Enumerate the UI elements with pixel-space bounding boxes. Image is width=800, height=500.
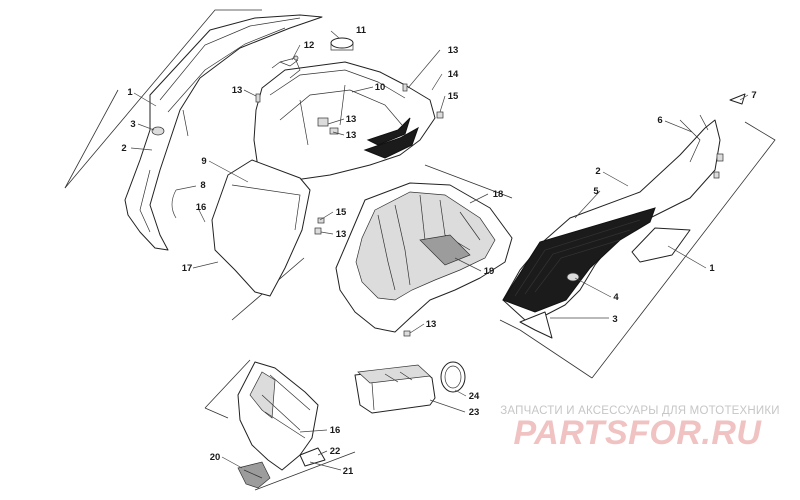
watermark-brand-logo: PARTSFOR.RU [513,414,762,452]
callout-labels: 1 2 3 8 16 17 9 12 11 13 10 13 13 13 14 … [121,25,756,477]
callout-c2a: 2 [121,143,126,154]
group-frame-air-intake [204,359,356,491]
callout-c1a: 1 [127,87,133,98]
callout-c3b: 3 [612,314,617,325]
callout-c15b: 15 [336,207,347,218]
callout-c21: 21 [343,466,354,477]
callout-c13f: 13 [448,45,459,56]
callout-c13d: 13 [336,229,347,240]
callout-c6: 6 [657,115,662,126]
callout-c10: 10 [375,82,386,93]
callout-c2b: 2 [595,166,600,177]
callout-c7: 7 [751,90,756,101]
left-side-panel [124,14,323,251]
callout-c20: 20 [210,452,221,463]
callout-c12: 12 [304,40,315,51]
callout-c4: 4 [613,292,619,303]
callout-c17: 17 [182,263,193,274]
callout-c19: 19 [484,266,495,277]
group-frame-right-side-panel [519,121,776,379]
callout-c24: 24 [469,391,480,402]
callout-c13a: 13 [232,85,243,96]
callout-c23: 23 [469,407,480,418]
hood-assembly [211,59,436,297]
callout-c8: 8 [200,180,205,191]
callout-c16a: 16 [196,202,207,213]
callout-c5: 5 [593,186,599,197]
inner-console [335,182,513,337]
grommet-11 [330,37,354,49]
callout-c13e: 13 [426,319,437,330]
lower-nose [237,361,326,489]
group-frame-console [424,164,521,331]
callout-c3a: 3 [130,119,135,130]
callout-c16b: 16 [330,425,341,436]
callout-c18: 18 [493,189,504,200]
watermark-caption: ЗАПЧАСТИ И АКСЕССУАРЫ ДЛЯ МОТОТЕХНИКИ [500,405,780,417]
group-frame-left-side-panel [64,9,262,189]
callout-c22: 22 [330,446,341,457]
callout-c11: 11 [356,25,367,36]
leader-lines [130,30,749,471]
callout-c1b: 1 [709,263,715,274]
callout-c13c: 13 [346,130,357,141]
callout-c14: 14 [448,69,459,80]
right-side-panel [502,93,746,339]
air-intake-duct [354,361,466,414]
callout-c9: 9 [201,156,206,167]
hood-fasteners [255,37,444,235]
callout-c13b: 13 [346,114,357,125]
callout-c15a: 15 [448,91,459,102]
